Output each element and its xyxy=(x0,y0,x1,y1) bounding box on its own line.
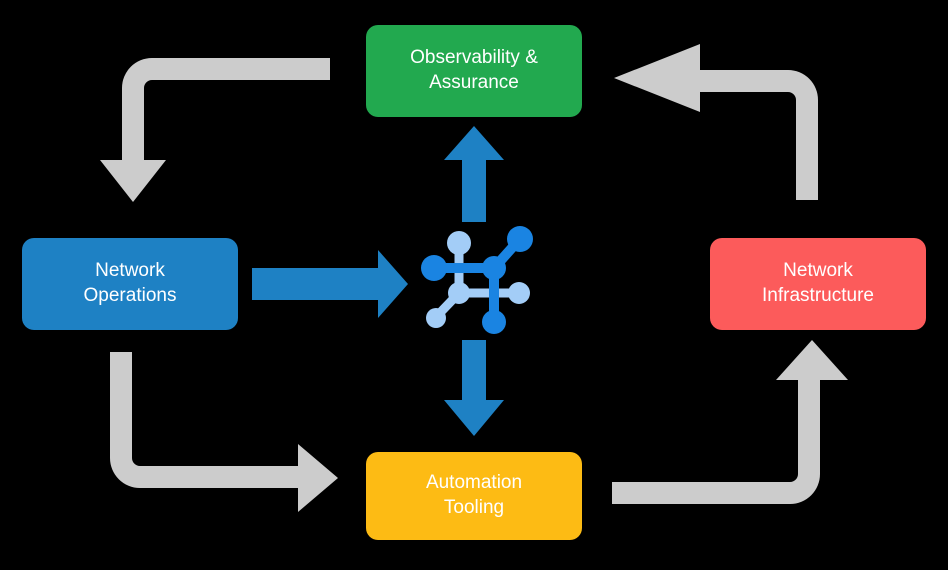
network-topology-icon xyxy=(421,226,533,334)
node-observability-assurance[interactable]: Observability & Assurance xyxy=(366,25,582,117)
gray-arrow-operations-to-automation xyxy=(110,352,338,512)
gray-arrow-automation-to-infrastructure xyxy=(612,340,848,504)
node-network-operations-label: Network Operations xyxy=(83,260,177,306)
node-network-infrastructure[interactable]: Network Infrastructure xyxy=(710,238,926,330)
blue-arrow-operations-to-center xyxy=(252,250,408,318)
node-automation-tooling-label: Automation Tooling xyxy=(425,472,523,518)
node-observability-label: Observability & Assurance xyxy=(410,47,538,93)
blue-arrow-center-to-observability xyxy=(444,126,504,222)
gray-arrow-infrastructure-to-observability xyxy=(614,44,818,200)
gray-arrow-observability-to-operations xyxy=(100,58,330,202)
node-network-infrastructure-label: Network Infrastructure xyxy=(762,260,874,306)
blue-arrow-center-to-automation xyxy=(444,340,504,436)
node-network-operations[interactable]: Network Operations xyxy=(22,238,238,330)
node-automation-tooling[interactable]: Automation Tooling xyxy=(366,452,582,540)
